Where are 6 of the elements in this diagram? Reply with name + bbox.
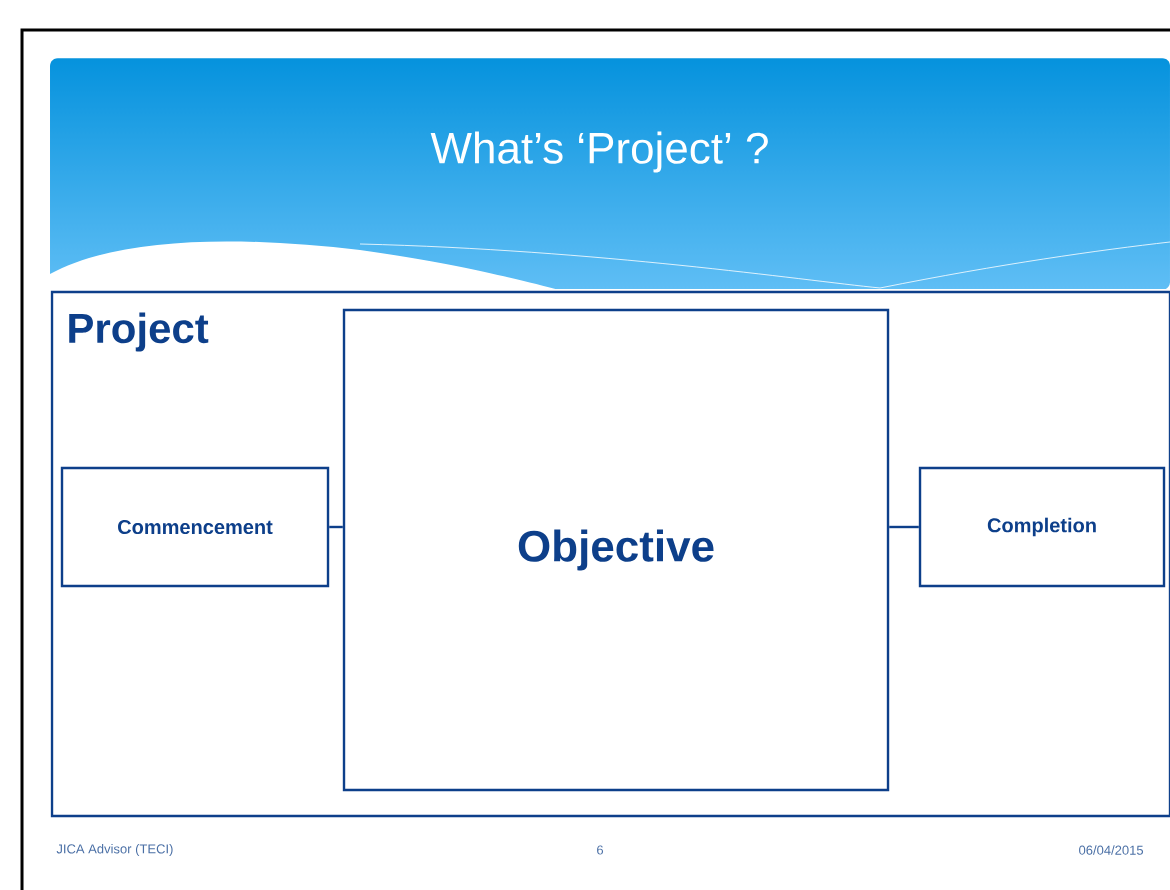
phase-box: Commencement	[60, 466, 330, 588]
connector-line	[889, 525, 919, 529]
connector-line	[329, 525, 343, 529]
phase-box: Completion	[918, 466, 1166, 588]
objective-box: Objective	[342, 308, 890, 792]
slide-title: What’s ‘Project’ ?	[430, 131, 768, 173]
